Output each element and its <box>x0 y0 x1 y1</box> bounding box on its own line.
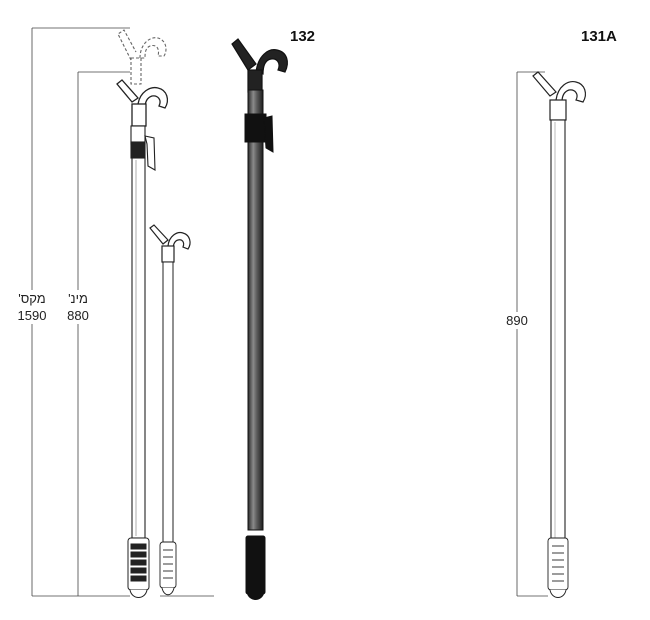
right-dimension-label: 890 <box>500 312 534 329</box>
pole-model-131a <box>532 71 586 598</box>
pole-grip <box>127 537 150 598</box>
max-label-text: מקס' <box>18 291 46 306</box>
boat-hook-icon <box>116 79 169 127</box>
min-label-text: מינ' <box>68 291 88 306</box>
min-value-text: 880 <box>67 308 89 323</box>
right-dimension-line <box>516 71 548 597</box>
pole-shaft <box>550 119 566 541</box>
pole-clamp <box>130 125 156 171</box>
pole-grip <box>245 535 266 600</box>
min-dimension-line <box>77 71 214 597</box>
pole-shaft <box>162 261 174 543</box>
min-dimension-label: מינ' 880 <box>58 290 98 324</box>
boat-hook-icon <box>231 38 288 93</box>
hook-ghost-icon <box>117 29 167 85</box>
pole-shaft <box>131 157 146 539</box>
right-value-text: 890 <box>506 313 528 328</box>
model-label-132: 132 <box>290 28 316 45</box>
pole-grip <box>547 537 569 598</box>
boat-hook-icon <box>149 224 191 263</box>
pole-model-132 <box>231 38 288 600</box>
boat-hook-icon <box>532 71 586 121</box>
max-value-text: 1590 <box>17 308 47 323</box>
telescopic-pole-collapsed <box>149 224 191 596</box>
max-dimension-label: מקס' 1590 <box>10 290 54 324</box>
telescopic-pole-extended <box>116 29 169 598</box>
pole-clamp <box>244 113 274 153</box>
pole-grip <box>159 541 177 596</box>
model-label-131a: 131A <box>581 28 617 45</box>
pole-shaft <box>247 89 264 531</box>
